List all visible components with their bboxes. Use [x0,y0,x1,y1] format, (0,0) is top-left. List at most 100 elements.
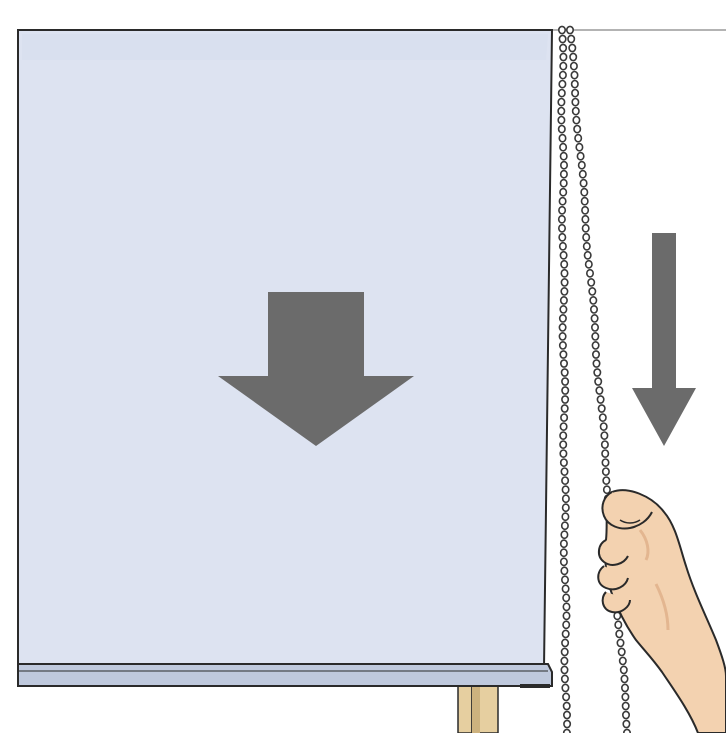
chain-bead [582,216,588,223]
chain-bead [560,450,566,457]
chain-bead [560,189,566,196]
chain-bead [586,261,592,268]
chain-bead [561,414,567,421]
chain-bead [571,72,577,79]
chain-bead [622,684,628,691]
chain-bead [560,423,566,430]
chain-bead [561,540,567,547]
chain-bead [591,315,597,322]
chain-bead [596,387,602,394]
chain-bead [562,585,568,592]
chain-bead [579,162,585,169]
chain-bead [587,270,593,277]
chain-bead [570,53,576,60]
chain-bead [561,279,567,286]
chain-bead [592,324,598,331]
chain-bead [560,315,566,322]
chain-bead [561,171,567,178]
chain-bead [559,90,565,97]
chain-bead [572,99,578,106]
wooden-support [458,684,498,733]
chain-bead [562,648,568,655]
chain-bead [562,675,568,682]
chain-bead [560,306,566,313]
chain-bead [602,441,608,448]
chain-bead [573,108,579,115]
chain-bead [600,414,606,421]
chain-bead [561,162,567,169]
chain-bead [560,441,566,448]
bottom-rail [18,664,552,688]
chain-bead [581,189,587,196]
chain-bead [573,117,579,124]
chain-bead [619,648,625,655]
chain-bead [560,351,566,358]
chain-bead [561,270,567,277]
chain-bead [602,459,608,466]
chain-bead [558,99,564,106]
chain-bead [561,153,567,160]
chain-bead [560,63,566,70]
chain-bead [561,567,567,574]
chain-bead [562,378,568,385]
chain-bead [595,378,601,385]
chain-bead [561,657,567,664]
chain-bead [559,198,565,205]
chain-bead [562,522,568,529]
chain-bead [616,630,622,637]
chain-bead [560,44,566,51]
chain-bead [558,117,564,124]
chain-bead [561,459,567,466]
chain-bead [564,720,570,727]
chain-bead [568,35,574,42]
chain-bead [562,387,568,394]
chain-bead [560,72,566,79]
chain-bead [561,666,567,673]
chain-bead [560,252,566,259]
chain-bead [559,81,565,88]
chain-bead [560,53,566,60]
chain-bead [574,126,580,133]
chain-bead [563,495,569,502]
chain-bead [559,35,565,42]
chain-bead [582,198,588,205]
chain-bead [577,153,583,160]
chain-bead [562,369,568,376]
chain-bead [622,693,628,700]
chain-bead [563,630,569,637]
chain-bead [621,675,627,682]
down-arrow-icon [632,233,696,446]
chain-bead [603,468,609,475]
chain-bead [593,360,599,367]
chain-bead [589,288,595,295]
chain-bead [623,702,629,709]
chain-bead [561,531,567,538]
chain-bead [560,243,566,250]
chain-bead [562,486,568,493]
chain-bead [591,306,597,313]
chain-bead [563,603,569,610]
chain-bead [582,207,588,214]
chain-bead [562,684,568,691]
chain-bead [564,702,570,709]
chain-bead [562,639,568,646]
chain-bead [617,639,623,646]
chain-bead [559,216,565,223]
chain-bead [584,243,590,250]
chain-bead [592,342,598,349]
chain-bead [561,261,567,268]
chain-bead [563,612,569,619]
chain-bead [561,468,567,475]
chain-bead [572,90,578,97]
chain-bead [590,297,596,304]
chain-bead [585,252,591,259]
chain-bead [575,135,581,142]
chain-bead [559,324,565,331]
chain-bead [594,369,600,376]
chain-bead [559,333,565,340]
chain-bead [562,405,568,412]
chain-bead [572,81,578,88]
chain-bead [597,396,603,403]
